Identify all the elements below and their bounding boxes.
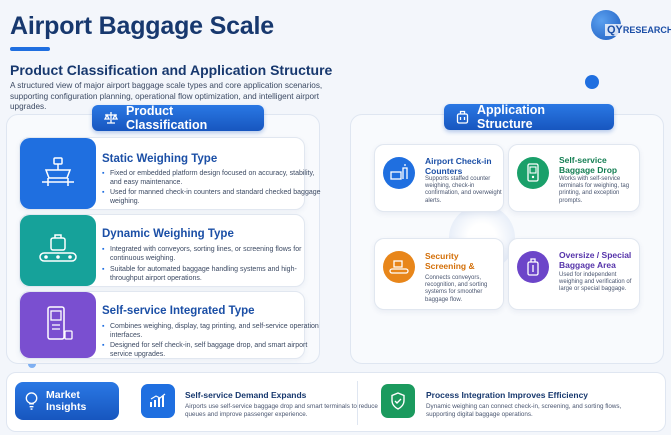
oversize-circle [517,251,549,283]
kiosk-icon [47,306,73,340]
insight-title: Process Integration Improves Efficiency [426,390,589,400]
application-title: Self-service Baggage Drop [559,155,618,175]
section-description: A structured view of major airport bagga… [10,81,323,111]
application-desc: Works with self-service terminals for we… [559,176,630,204]
static-tile [20,138,96,209]
market-insights-label: Market Insights [46,389,87,413]
insight-desc: Airports use self-service baggage drop a… [185,403,378,418]
card-title: Self-service Integrated Type [102,305,255,317]
classification-heading: Product Classification [92,104,264,132]
decor-dot [28,360,36,368]
platform-scale-icon [42,156,74,186]
page-title: Airport Baggage Scale [10,12,274,40]
classification-card-dynamic[interactable]: Dynamic Weighing Type Integrated with co… [19,214,305,287]
card-bullet: Suitable for automated baggage handling … [102,266,322,284]
logo-wordmark: QYRESEARCH [605,24,671,36]
screening-conveyor-icon [389,260,409,274]
lightbulb-icon [25,392,38,410]
classification-card-self-service[interactable]: Self-service Integrated Type Combines we… [19,291,319,359]
demand-icon-tile [141,384,175,418]
security-circle [383,251,415,283]
logo-sub: RESEARCH [622,25,671,35]
oversize-baggage-icon [527,258,539,276]
application-desc: Supports staffed counter weighing, check… [425,176,502,204]
divider [357,381,358,425]
application-card-security[interactable]: Security Screening & Connects conveyors,… [374,238,504,310]
card-bullet: Integrated with conveyors, sorting lines… [102,246,322,264]
card-title: Static Weighing Type [102,153,218,165]
self-drop-circle [517,157,549,189]
scale-icon [104,112,118,124]
application-title: Security Screening & [425,251,475,271]
application-heading: Application Structure [444,103,614,131]
self-service-terminal-icon [527,163,539,182]
application-title: Airport Check-in Counters [425,156,492,176]
process-icon-tile [381,384,415,418]
qyresearch-logo: QYRESEARCH [591,10,671,46]
application-card-self-drop[interactable]: Self-service Baggage Drop Works with sel… [508,144,640,212]
card-title: Dynamic Weighing Type [102,228,234,240]
classification-heading-label: Product Classification [126,104,208,132]
growth-chart-icon [150,393,166,407]
title-underline [10,47,50,51]
market-insights-bar: Market Insights Self-service Demand Expa… [6,372,666,432]
application-desc: Connects conveyors, recognition, and sor… [425,275,488,303]
card-bullet: Combines weighing, display, tag printing… [102,323,322,341]
decor-dot [585,75,599,89]
dynamic-tile [20,215,96,286]
card-bullet: Designed for self check-in, self baggage… [102,342,322,360]
conveyor-icon [39,233,77,262]
section-subtitle: Product Classification and Application S… [10,62,333,78]
application-title: Oversize / Special Baggage Area [559,250,632,270]
application-card-check-in[interactable]: Airport Check-in Counters Supports staff… [374,144,504,212]
insight-title: Self-service Demand Expands [185,390,307,400]
self-service-tile [20,292,96,358]
application-card-oversize[interactable]: Oversize / Special Baggage Area Used for… [508,238,640,310]
luggage-icon [456,110,469,124]
classification-card-static[interactable]: Static Weighing Type Fixed or embedded p… [19,137,321,210]
application-desc: Used for independent weighing and verifi… [559,272,632,293]
card-bullet: Used for manned check-in counters and st… [102,189,322,207]
insight-desc: Dynamic weighing can connect check-in, s… [426,403,622,418]
card-bullet: Fixed or embedded platform design focuse… [102,170,322,188]
market-insights-badge[interactable]: Market Insights [15,382,119,420]
shield-check-icon [391,392,405,410]
check-in-circle [383,157,415,189]
logo-main: QY [607,24,623,36]
check-in-counter-icon [390,164,408,180]
application-heading-label: Application Structure [477,103,546,131]
